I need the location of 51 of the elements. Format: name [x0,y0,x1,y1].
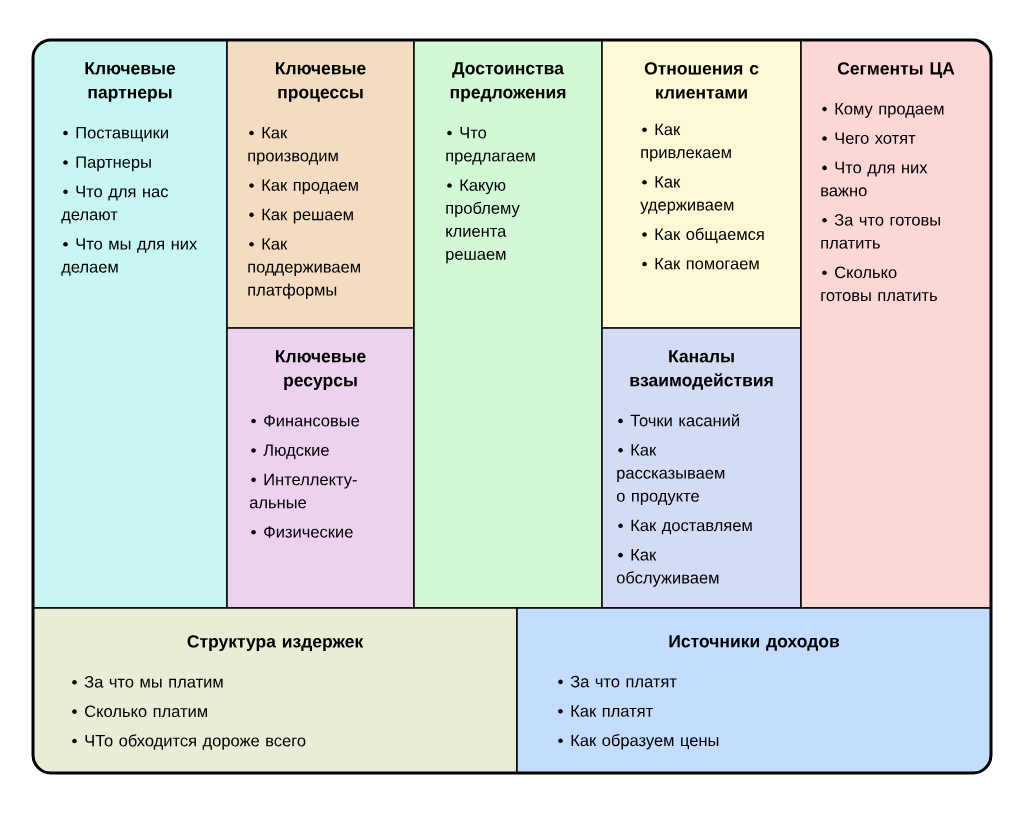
block-heading: Каналы взаимодействия [630,350,773,390]
canvas-block [33,40,228,609]
block-heading: Ключевые процессы [276,62,366,102]
list-item: Людские [251,444,329,460]
list-item: Как производим [248,127,338,165]
list-item: Как доставляем [618,519,752,535]
list-item: За что мы платим [72,676,223,688]
block-heading: Сегменты ЦА [837,62,955,78]
list-item: Как привлекаем [641,123,731,162]
block-heading: Ключевые ресурсы [276,350,366,390]
list-item: Как поддерживаем платформы [248,238,360,299]
canvas-block [33,607,518,773]
list-item: Интеллекту- альные [249,473,357,509]
list-item: Как решаем [249,208,353,224]
list-item: Как удерживаем [640,176,734,214]
list-item: Как общаемся [642,227,764,244]
list-item: Как помогаем [642,257,759,270]
list-item: Сколько платим [72,705,207,718]
list-item: Физические [251,526,353,538]
list-item: За что платят [558,675,677,688]
canvas-block [601,40,802,329]
canvas-block [226,327,415,609]
canvas-block [800,40,991,609]
block-heading: Структура издержек [187,635,364,652]
list-item: Что мы для них делаем [61,238,198,276]
canvas-block [413,40,603,609]
list-item: Сколько готовы платить [821,266,937,302]
list-item: За что готовы платить [821,214,940,249]
list-item: Кому продаем [822,103,944,118]
block-heading: Ключевые партнеры [85,62,176,102]
list-item: Как рассказываем о продукте [616,444,725,506]
list-item: ЧТо обходится дороже всего [72,734,306,750]
list-item: Как обслуживаем [616,549,719,587]
list-item: Как платят [558,705,653,717]
canvas-block [601,327,802,609]
list-item: Как образуем цены [558,733,719,750]
list-item: Что для них важно [821,161,928,197]
list-item: Партнеры [63,156,151,172]
list-item: Финансовые [251,414,360,427]
list-item: Чего хотят [822,132,916,144]
list-item: Что предлагаем [446,127,535,165]
canvas-block [226,40,415,329]
list-item: Что для нас делают [61,185,168,224]
list-item: Точки касаний [618,413,739,427]
list-item: Поставщики [63,127,168,142]
block-heading: Источники доходов [669,635,840,651]
list-item: Какую проблему клиента решаем [446,179,520,264]
block-heading: Отношения с клиентами [644,62,759,99]
canvas-block [516,607,991,773]
block-heading: Достоинства предложения [450,62,566,102]
list-item: Как продаем [249,179,358,195]
